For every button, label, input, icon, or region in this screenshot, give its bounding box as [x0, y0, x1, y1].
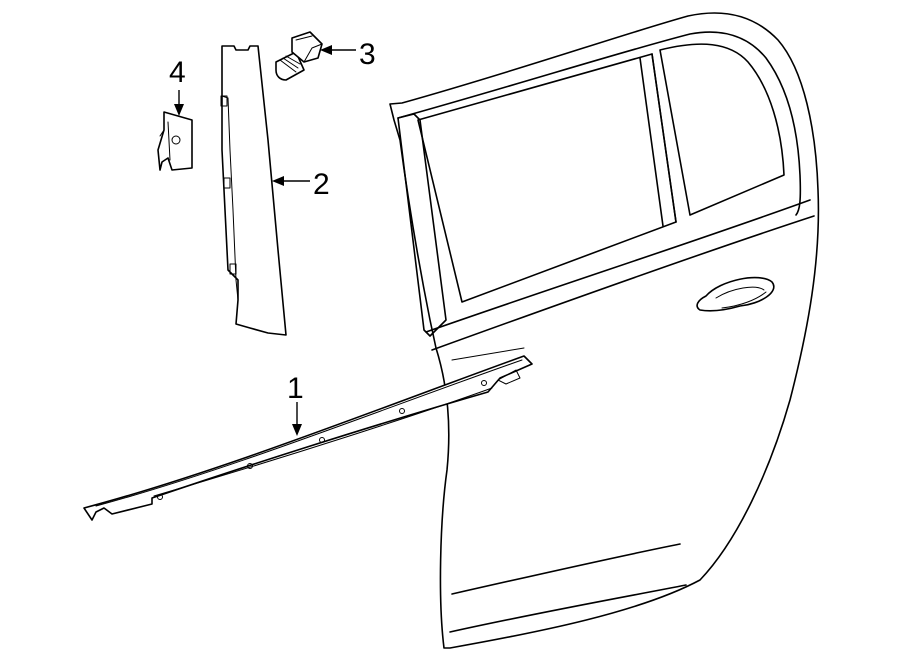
rear-door: [389, 12, 820, 649]
arrowhead-3: [320, 45, 332, 55]
applique-tab: [220, 95, 228, 107]
leader-arrows: [174, 45, 356, 436]
window-divider: [639, 53, 677, 227]
bracket-fold: [159, 121, 171, 161]
door-frame-inner: [397, 31, 802, 216]
belt-rib: [451, 347, 525, 361]
callout-labels: 1 2 3 4: [169, 38, 376, 405]
door-outline: [389, 12, 820, 649]
quarter-glass: [659, 43, 785, 216]
arrowhead-2: [272, 176, 284, 186]
clip-hole: [319, 437, 325, 443]
bracket-hole: [171, 135, 181, 145]
applique-panel: [221, 45, 287, 336]
belt-molding-end: [497, 369, 521, 385]
callout-2: 2: [313, 168, 330, 201]
applique-tab: [229, 263, 237, 275]
applique-tab: [223, 177, 231, 189]
door-handle: [696, 276, 775, 312]
clip-hole: [399, 408, 405, 414]
lower-body-crease: [449, 584, 687, 633]
arrowhead-1: [292, 424, 302, 436]
belt-molding-edge: [95, 359, 523, 507]
door-window: [417, 53, 677, 303]
callout-4: 4: [169, 56, 186, 89]
callout-3: 3: [359, 38, 376, 71]
window-channel: [397, 113, 447, 337]
bolt-flange: [295, 35, 323, 63]
arrowhead-4: [174, 104, 184, 116]
bracket-body: [157, 111, 193, 171]
belt-line-upper: [425, 199, 811, 333]
clip-hole: [247, 463, 253, 469]
clip-hole: [157, 494, 163, 500]
part-1-belt-molding: [83, 355, 533, 521]
belt-line-lower: [431, 215, 815, 351]
door-handle-recess: [715, 286, 767, 309]
part-2-pillar-applique: [220, 45, 287, 336]
clip-hole: [481, 380, 487, 386]
callout-1: 1: [287, 372, 304, 405]
part-3-bolt: [275, 31, 323, 81]
lower-body-line: [451, 543, 681, 595]
bolt-thread: [279, 55, 301, 73]
part-4-bracket: [157, 111, 193, 171]
bolt-shank: [275, 51, 305, 81]
